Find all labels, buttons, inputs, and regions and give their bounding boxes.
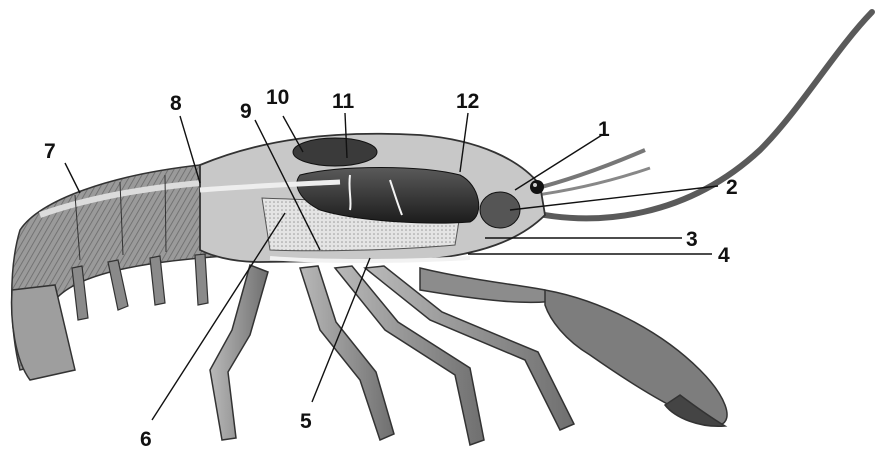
heart (293, 138, 377, 166)
eye-highlight (533, 183, 537, 187)
eye (530, 180, 544, 194)
label-2: 2 (726, 176, 738, 199)
label-11: 11 (332, 90, 355, 113)
label-3: 3 (686, 228, 698, 251)
label-5: 5 (300, 410, 312, 433)
label-9: 9 (240, 100, 252, 123)
label-8: 8 (170, 92, 182, 115)
label-12: 12 (456, 90, 479, 113)
label-6: 6 (140, 428, 152, 451)
crayfish-illustration (12, 12, 872, 445)
label-7: 7 (44, 140, 56, 163)
label-10: 10 (266, 86, 289, 109)
label-4: 4 (718, 244, 730, 267)
leader-7 (65, 163, 80, 193)
antenna (520, 12, 872, 218)
label-1: 1 (598, 118, 610, 141)
